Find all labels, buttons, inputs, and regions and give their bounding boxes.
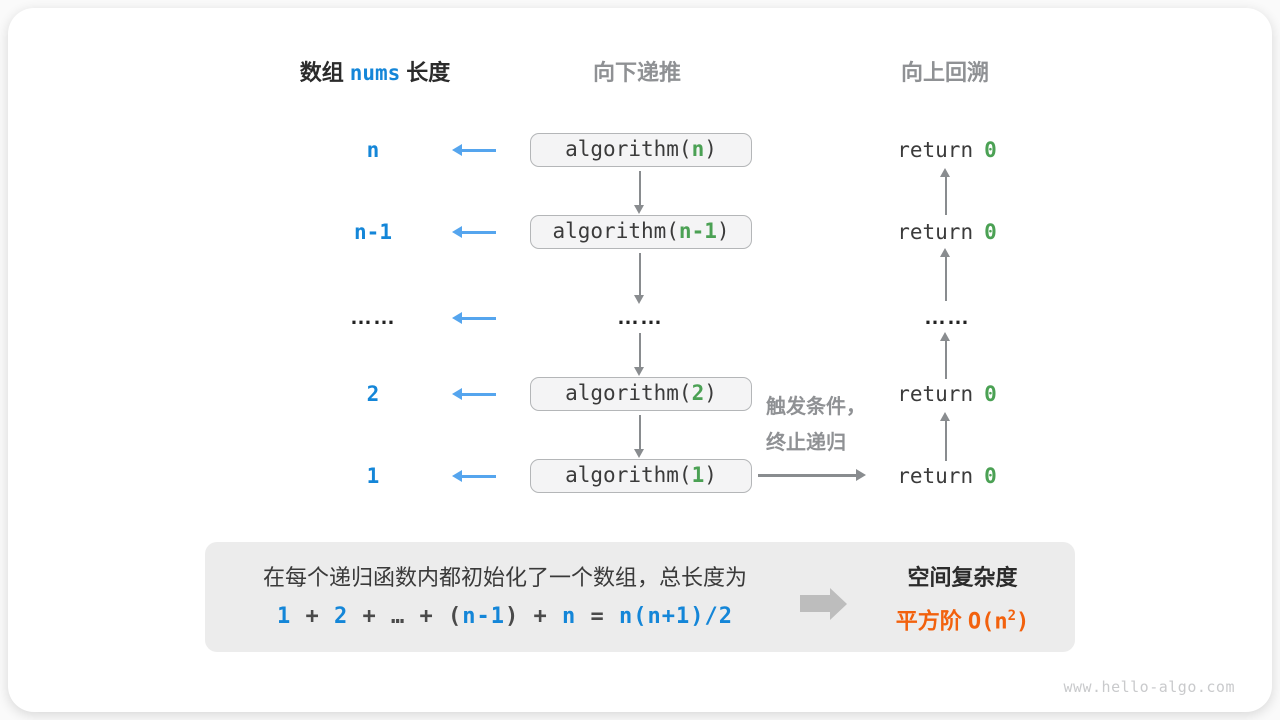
return-value: 0 [984,382,997,406]
length-arrow-icon [452,227,496,237]
formula-part: ) [505,604,520,629]
length-label: n [366,138,380,162]
formula-part: + [291,604,335,629]
call-prefix: algorithm( [565,137,692,161]
recurse-arrow-icon [634,171,644,214]
header-nums-code: nums [349,61,401,85]
length-label: n-1 [354,220,392,244]
return-statement: return 0 [867,380,1027,408]
summary-panel [205,542,1075,652]
call-suffix: ) [704,137,717,161]
formula-part: n [562,604,577,629]
call-prefix: algorithm( [565,381,692,405]
formula-part: + [519,604,563,629]
backtrack-arrow-icon [940,248,950,301]
formula-part: n-1 [462,604,506,629]
formula-part: 1 [277,604,292,629]
call-param: n-1 [678,219,717,243]
backtrack-arrow-icon [940,332,950,379]
ellipsis-label: …… [350,304,396,329]
return-keyword: return [897,220,974,244]
call-suffix: ) [704,381,717,405]
formula-part: 2 [334,604,349,629]
return-value: 0 [984,464,997,488]
return-value: 0 [984,138,997,162]
termination-note-line2: 终止递归 [766,432,846,454]
formula-part: + [348,604,392,629]
complexity-title: 空间复杂度 [907,565,1018,590]
summary-description: 在每个递归函数内都初始化了一个数组，总长度为 [262,565,747,590]
length-arrow-icon [452,313,496,323]
watermark: www.hello-algo.com [1063,678,1235,696]
summary-formula: 1 + 2 + … + (n-1) + n = n(n+1)/2 [225,602,785,632]
formula-part: … [391,604,406,629]
termination-note-line1: 触发条件， [766,396,866,418]
length-arrow-icon [452,145,496,155]
header-array-word: 数组 [299,60,344,85]
call-param: 1 [691,463,705,487]
length-arrow-icon [452,471,496,481]
return-keyword: return [897,138,974,162]
algorithm-call-box: algorithm(n-1) [530,215,752,249]
backtrack-arrow-icon [940,412,950,461]
return-statement: return 0 [867,218,1027,246]
formula-part: = [576,604,620,629]
return-value: 0 [984,220,997,244]
ellipsis-label: …… [617,304,663,329]
recurse-arrow-icon [634,415,644,458]
backtrack-arrow-icon [940,168,950,215]
complexity-code-close: ) [1016,609,1030,635]
column-header-backtrack-up: 向上回溯 [900,60,989,85]
recurse-arrow-icon [634,333,644,376]
call-param: n [691,137,705,161]
complexity-exponent: 2 [1007,608,1017,624]
call-suffix: ) [704,463,717,487]
ellipsis-label: …… [924,304,970,329]
length-arrow-icon [452,389,496,399]
complexity-label: 平方阶 [895,608,962,634]
complexity-code: O(n [967,609,1008,635]
algorithm-call-box: algorithm(1) [530,459,752,493]
return-keyword: return [897,382,974,406]
return-statement: return 0 [867,462,1027,490]
return-keyword: return [897,464,974,488]
formula-part: ( [448,604,463,629]
algorithm-call-box: algorithm(n) [530,133,752,167]
algorithm-call-box: algorithm(2) [530,377,752,411]
summary-arrow-icon [800,587,847,620]
call-prefix: algorithm( [552,219,679,243]
call-prefix: algorithm( [565,463,692,487]
terminate-arrow-icon [758,470,866,480]
complexity-value: 平方阶 O(n2) [860,601,1065,635]
length-label: 2 [366,382,380,406]
formula-part: + [405,604,449,629]
return-statement: return 0 [867,136,1027,164]
formula-part: n(n+1)/2 [619,604,733,629]
call-param: 2 [691,381,705,405]
recurse-arrow-icon [634,253,644,304]
header-length-word: 长度 [406,60,451,85]
column-header-recurse-down: 向下递推 [592,60,681,85]
length-label: 1 [366,464,380,488]
call-suffix: ) [716,219,730,243]
